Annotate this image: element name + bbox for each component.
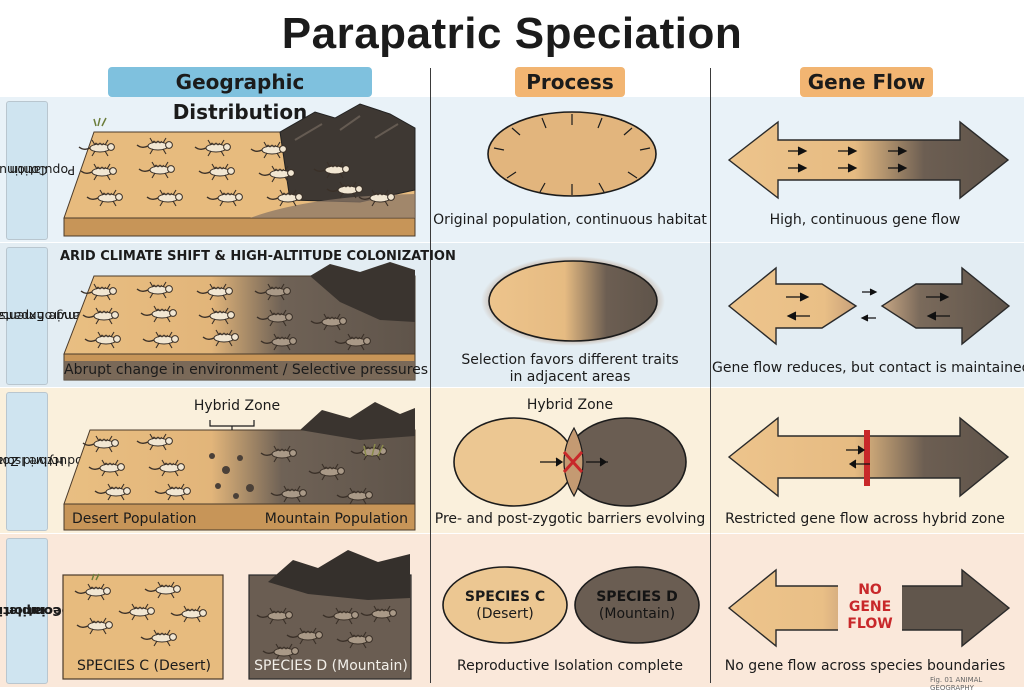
column-divider-2 — [710, 68, 711, 683]
map-caption-selective-pressures: Abrupt change in environment / Selective… — [64, 362, 429, 378]
gene-flow-arrow-none — [727, 568, 1011, 648]
species-d-name: SPECIES D — [596, 589, 678, 605]
species-c-name: SPECIES C — [464, 589, 546, 605]
process-caption-1: Original population, continuous habitat — [433, 212, 707, 228]
column-header-process: Process — [515, 67, 625, 97]
gene-flow-caption-2: Gene flow reduces, but contact is mainta… — [712, 360, 1024, 376]
column-header-geographic: Geographic Distribution — [108, 67, 372, 124]
gene-flow-arrow-restricted — [727, 416, 1010, 498]
species-c-habitat: (Desert) — [476, 606, 534, 622]
map-heading-arid-shift: ARID CLIMATE SHIFT & HIGH-ALTITUDE COLON… — [60, 249, 456, 264]
map-desert-population-label: Desert Population — [72, 511, 197, 527]
no-gene-flow-label: NO GENE FLOW — [847, 582, 893, 632]
row-label-hybrid-zone: Hybrid Zone andReproductive Isolation — [0, 392, 112, 531]
map-environmental-change — [63, 262, 416, 381]
process-species-d-ellipse — [574, 566, 700, 644]
gene-flow-arrow-reduced — [727, 266, 1011, 346]
gene-flow-caption-4: No gene flow across species boundaries — [724, 658, 1006, 674]
map-mountain-population-label: Mountain Population — [264, 511, 408, 527]
species-d-habitat: (Mountain) — [598, 606, 676, 622]
footnote: Fig. 01 ANIMAL GEOGRAPHY — [930, 676, 983, 692]
row-label-continuous: ContinuousPopulation — [0, 101, 75, 240]
process-caption-3: Pre- and post-zygotic barriers evolving — [434, 511, 706, 527]
map-species-d-label: SPECIES D (Mountain) — [254, 658, 408, 674]
gene-flow-arrow-high — [727, 120, 1010, 200]
process-divergent-selection — [481, 256, 665, 346]
page-title: Parapatric Speciation — [281, 9, 743, 58]
map-species-c-desert — [62, 573, 224, 680]
process-hybrid-zone-label: Hybrid Zone — [526, 397, 614, 413]
process-species-c-ellipse — [442, 566, 568, 644]
process-overlapping-populations — [453, 417, 687, 507]
process-caption-2: Selection favors different traits in adj… — [461, 352, 679, 385]
process-original-population — [487, 111, 657, 197]
gene-flow-caption-1: High, continuous gene flow — [769, 212, 961, 228]
column-header-gene-flow: Gene Flow — [800, 67, 933, 97]
map-continuous-population — [63, 103, 416, 237]
column-divider-1 — [430, 68, 431, 683]
row-label-completion: Completion ofSpeciation — [0, 538, 79, 684]
process-caption-4: Reproductive Isolation complete — [457, 658, 683, 674]
map-species-c-label: SPECIES C (Desert) — [77, 658, 211, 674]
map-hybrid-zone — [63, 402, 416, 531]
gene-flow-caption-3: Restricted gene flow across hybrid zone — [725, 511, 1005, 527]
row-label-environmental-change: Environmental Changeor Range Expansion — [0, 247, 104, 385]
map-hybrid-zone-label: Hybrid Zone — [193, 398, 281, 414]
map-species-d-mountain — [248, 550, 412, 680]
